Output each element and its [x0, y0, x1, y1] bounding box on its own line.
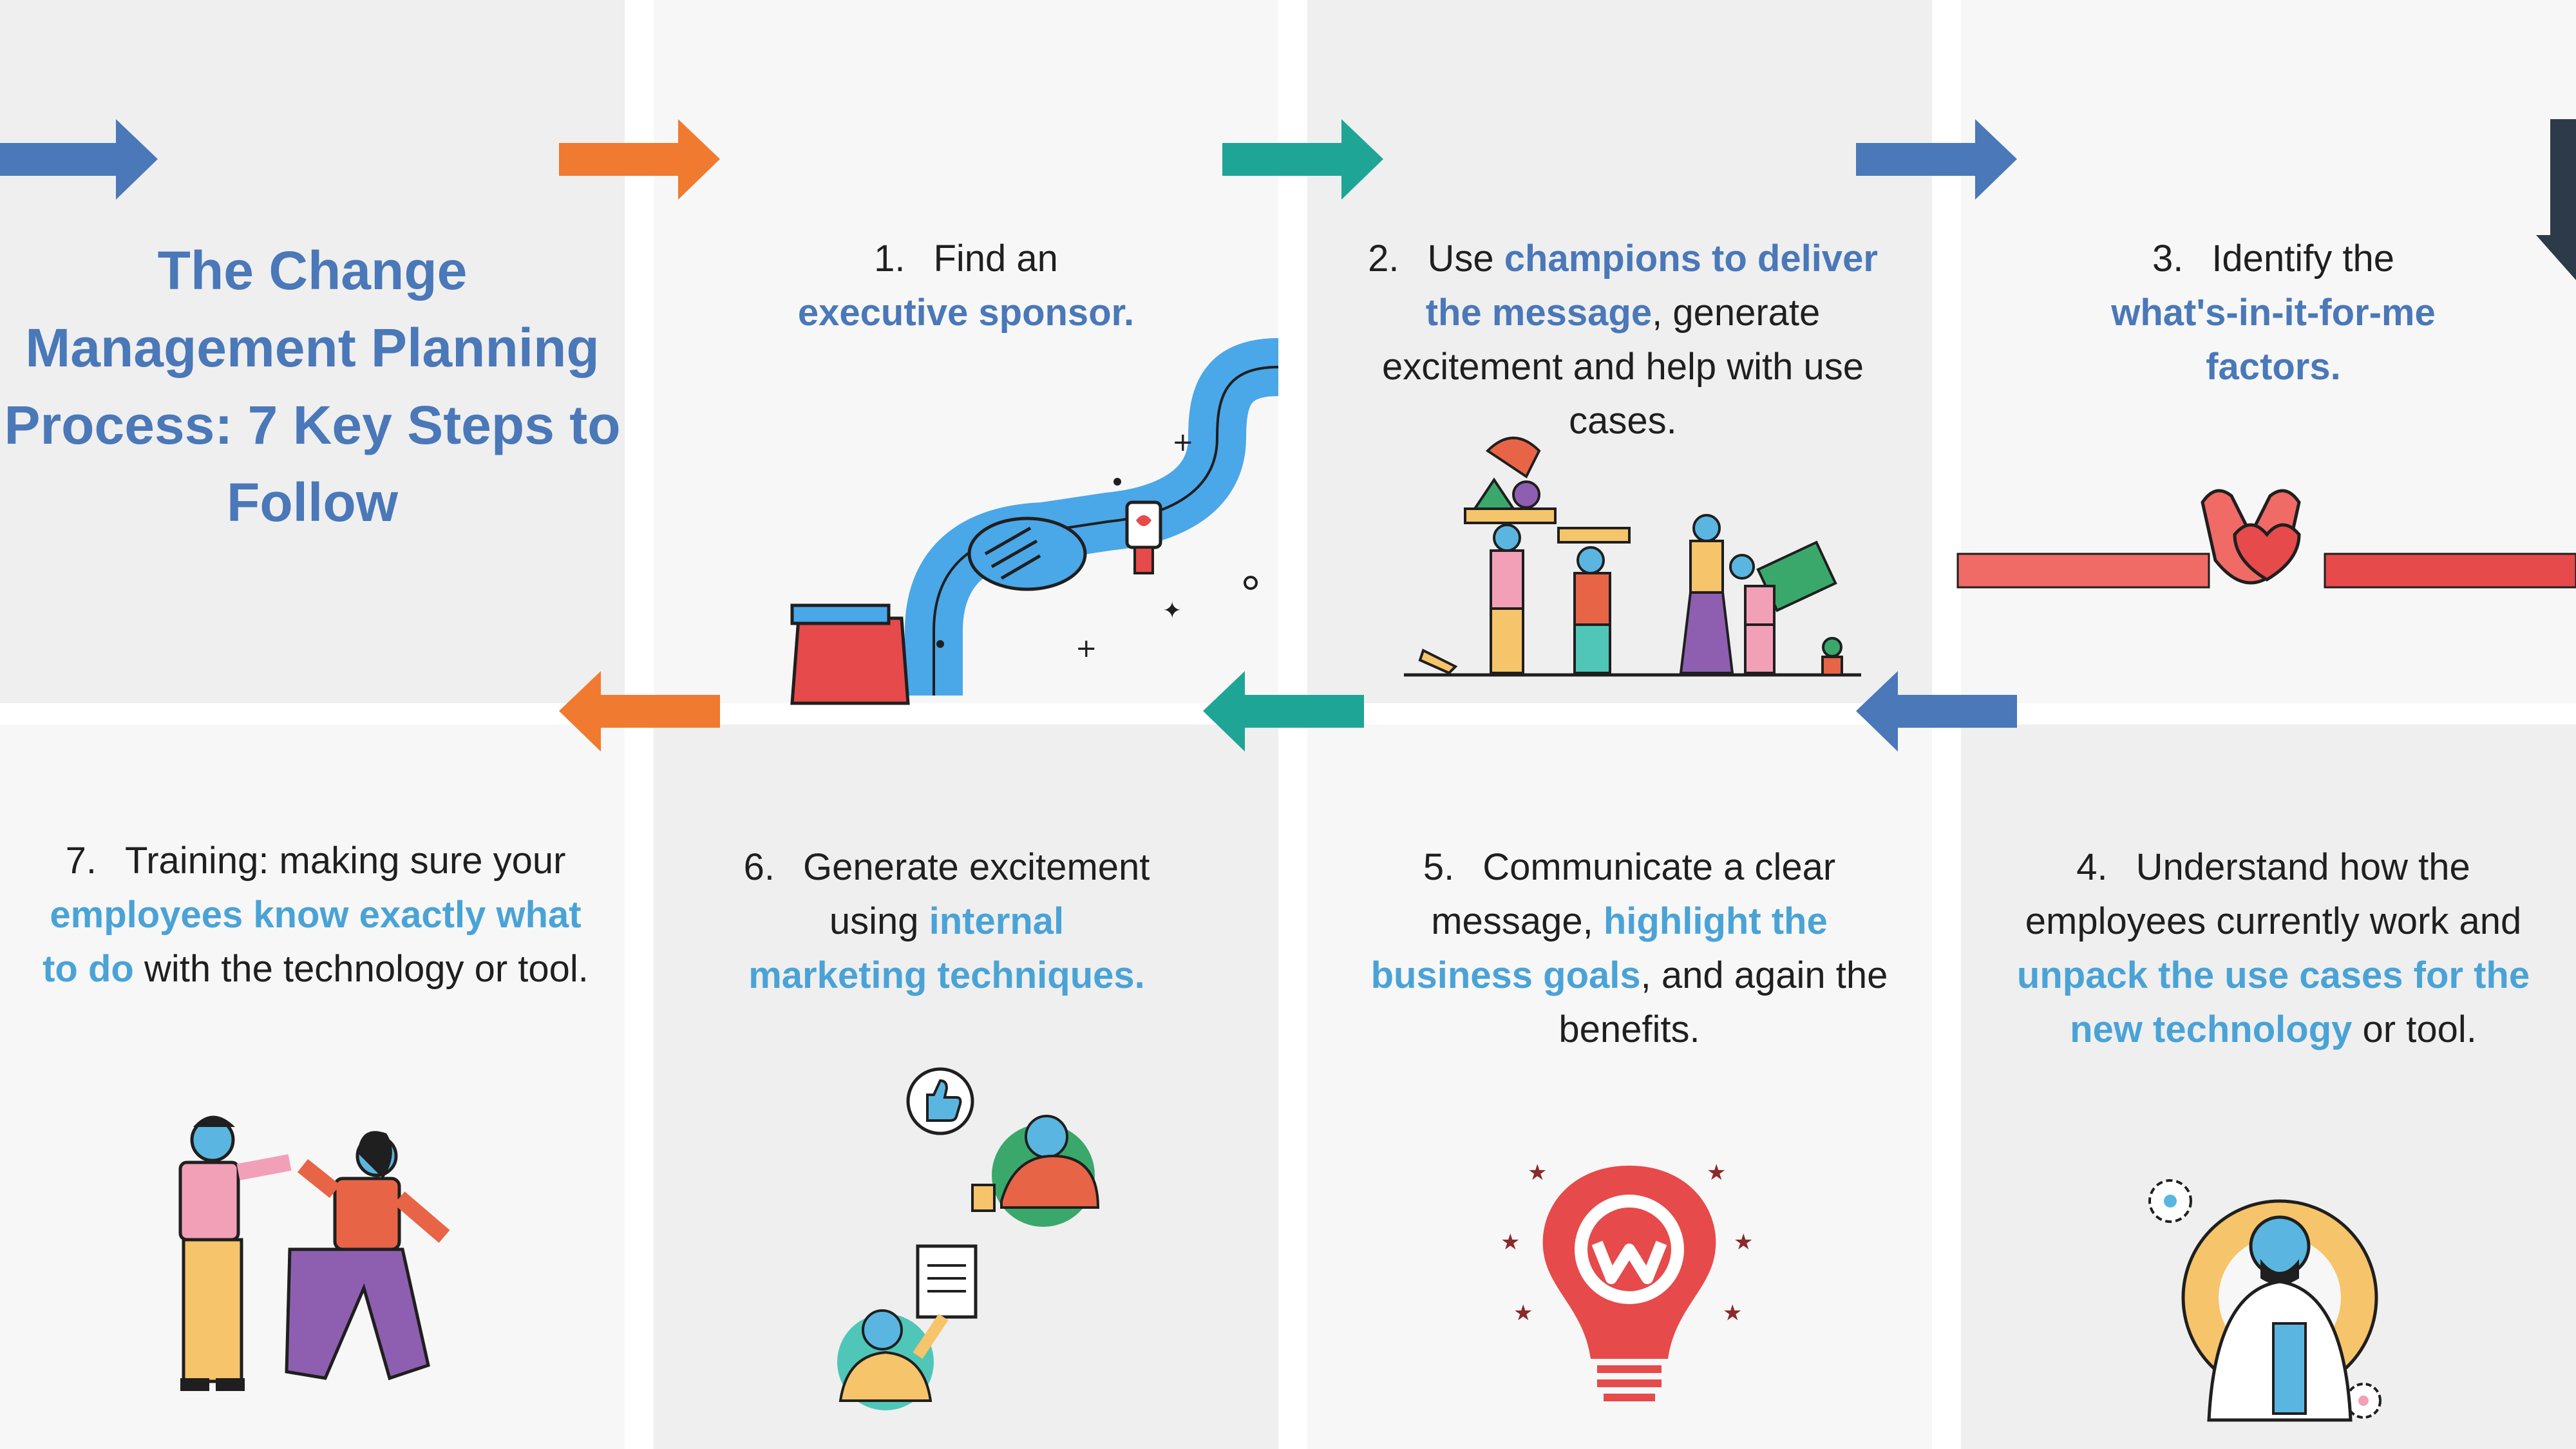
team-carrying-blocks-icon [1404, 437, 1861, 677]
step-number: 5. [1423, 846, 1455, 888]
step-text: Use [1427, 238, 1494, 279]
svg-text:★: ★ [1501, 1229, 1520, 1255]
step-highlight: executive sponsor. [797, 292, 1135, 334]
svg-text:✦: ✦ [1162, 598, 1182, 624]
step-text: with the technology or tool. [144, 948, 589, 990]
step-highlight: unpack the use cases for the new technol… [2016, 954, 2530, 1050]
step-number: 6. [743, 846, 775, 888]
arrow-left-icon [1203, 671, 1364, 752]
svg-text:★: ★ [1734, 1229, 1753, 1255]
arrow-right-icon [1856, 119, 2017, 200]
step-text: , and again the benefits. [1558, 954, 1888, 1050]
arrow-down-icon [2536, 119, 2576, 280]
step-4-text: 4.Understand how the employees currently… [2003, 840, 2544, 1057]
step-text: Identify the [2211, 238, 2395, 279]
step-2-text: 2. Use champions to deliver the message, … [1365, 232, 1880, 448]
step-text: Communicate a clear message, [1431, 846, 1836, 942]
step-number: 2. [1368, 238, 1399, 279]
step-text: Training: making sure your [124, 840, 566, 882]
thumbs-up-icon [906, 1067, 1100, 1227]
document-icon [837, 1244, 978, 1410]
step-highlight: champions to deliver the message [1425, 238, 1878, 334]
step-text: or tool. [2362, 1009, 2477, 1050]
arrow-left-icon [1856, 671, 2017, 752]
step-highlight: internal marketing techniques. [748, 900, 1145, 996]
step-number: 4. [2076, 846, 2108, 888]
svg-text:★: ★ [1723, 1300, 1742, 1326]
thinking-person-gear-icon [2148, 1179, 2382, 1422]
arrow-right-icon [1222, 119, 1383, 200]
step-text: Find an [933, 238, 1058, 279]
step-highlight: highlight the business goals [1370, 900, 1828, 996]
step-highlight: what's-in-it-for-me factors. [2111, 292, 2436, 388]
svg-text:+: + [1172, 428, 1194, 457]
arrow-right-icon [0, 119, 158, 200]
heart-hands-icon [1956, 489, 2576, 589]
fist-bump-icon [178, 1115, 450, 1391]
step-text: , generate excitement and help with use … [1382, 292, 1864, 442]
step-text: Generate excitement using [802, 846, 1150, 942]
step-3-text: 3. Identify the what's-in-it-for-me facto… [2048, 232, 2499, 394]
svg-text:★: ★ [1707, 1160, 1726, 1186]
arrow-right-icon [559, 119, 720, 200]
page-title: The Change Management Planning Process: … [4, 240, 621, 533]
step-7-text: 7. Training: making sure your employees k… [39, 834, 592, 996]
step-number: 1. [874, 238, 905, 279]
step-1-text: 1. Find an executive sponsor. [734, 232, 1198, 340]
step-highlight: employees know exactly what to do [43, 894, 582, 990]
step-number: 3. [2152, 238, 2184, 279]
step-5-text: 5.Communicate a clear message, highlight… [1362, 840, 1897, 1057]
svg-text:+: + [1075, 634, 1097, 663]
title-panel [0, 0, 625, 703]
arrow-left-icon [559, 671, 720, 752]
step-text: Understand how the employees currently w… [2025, 846, 2522, 942]
handshake-icon: + + ✦ [790, 338, 1280, 705]
lightbulb-logo-icon: ★ ★ ★ ★ ★ ★ [1501, 1160, 1753, 1401]
step-number: 7. [65, 840, 97, 882]
step-6-text: 6. Generate excitement using internal mar… [741, 840, 1153, 1003]
svg-text:★: ★ [1513, 1300, 1533, 1326]
svg-text:★: ★ [1528, 1160, 1547, 1186]
